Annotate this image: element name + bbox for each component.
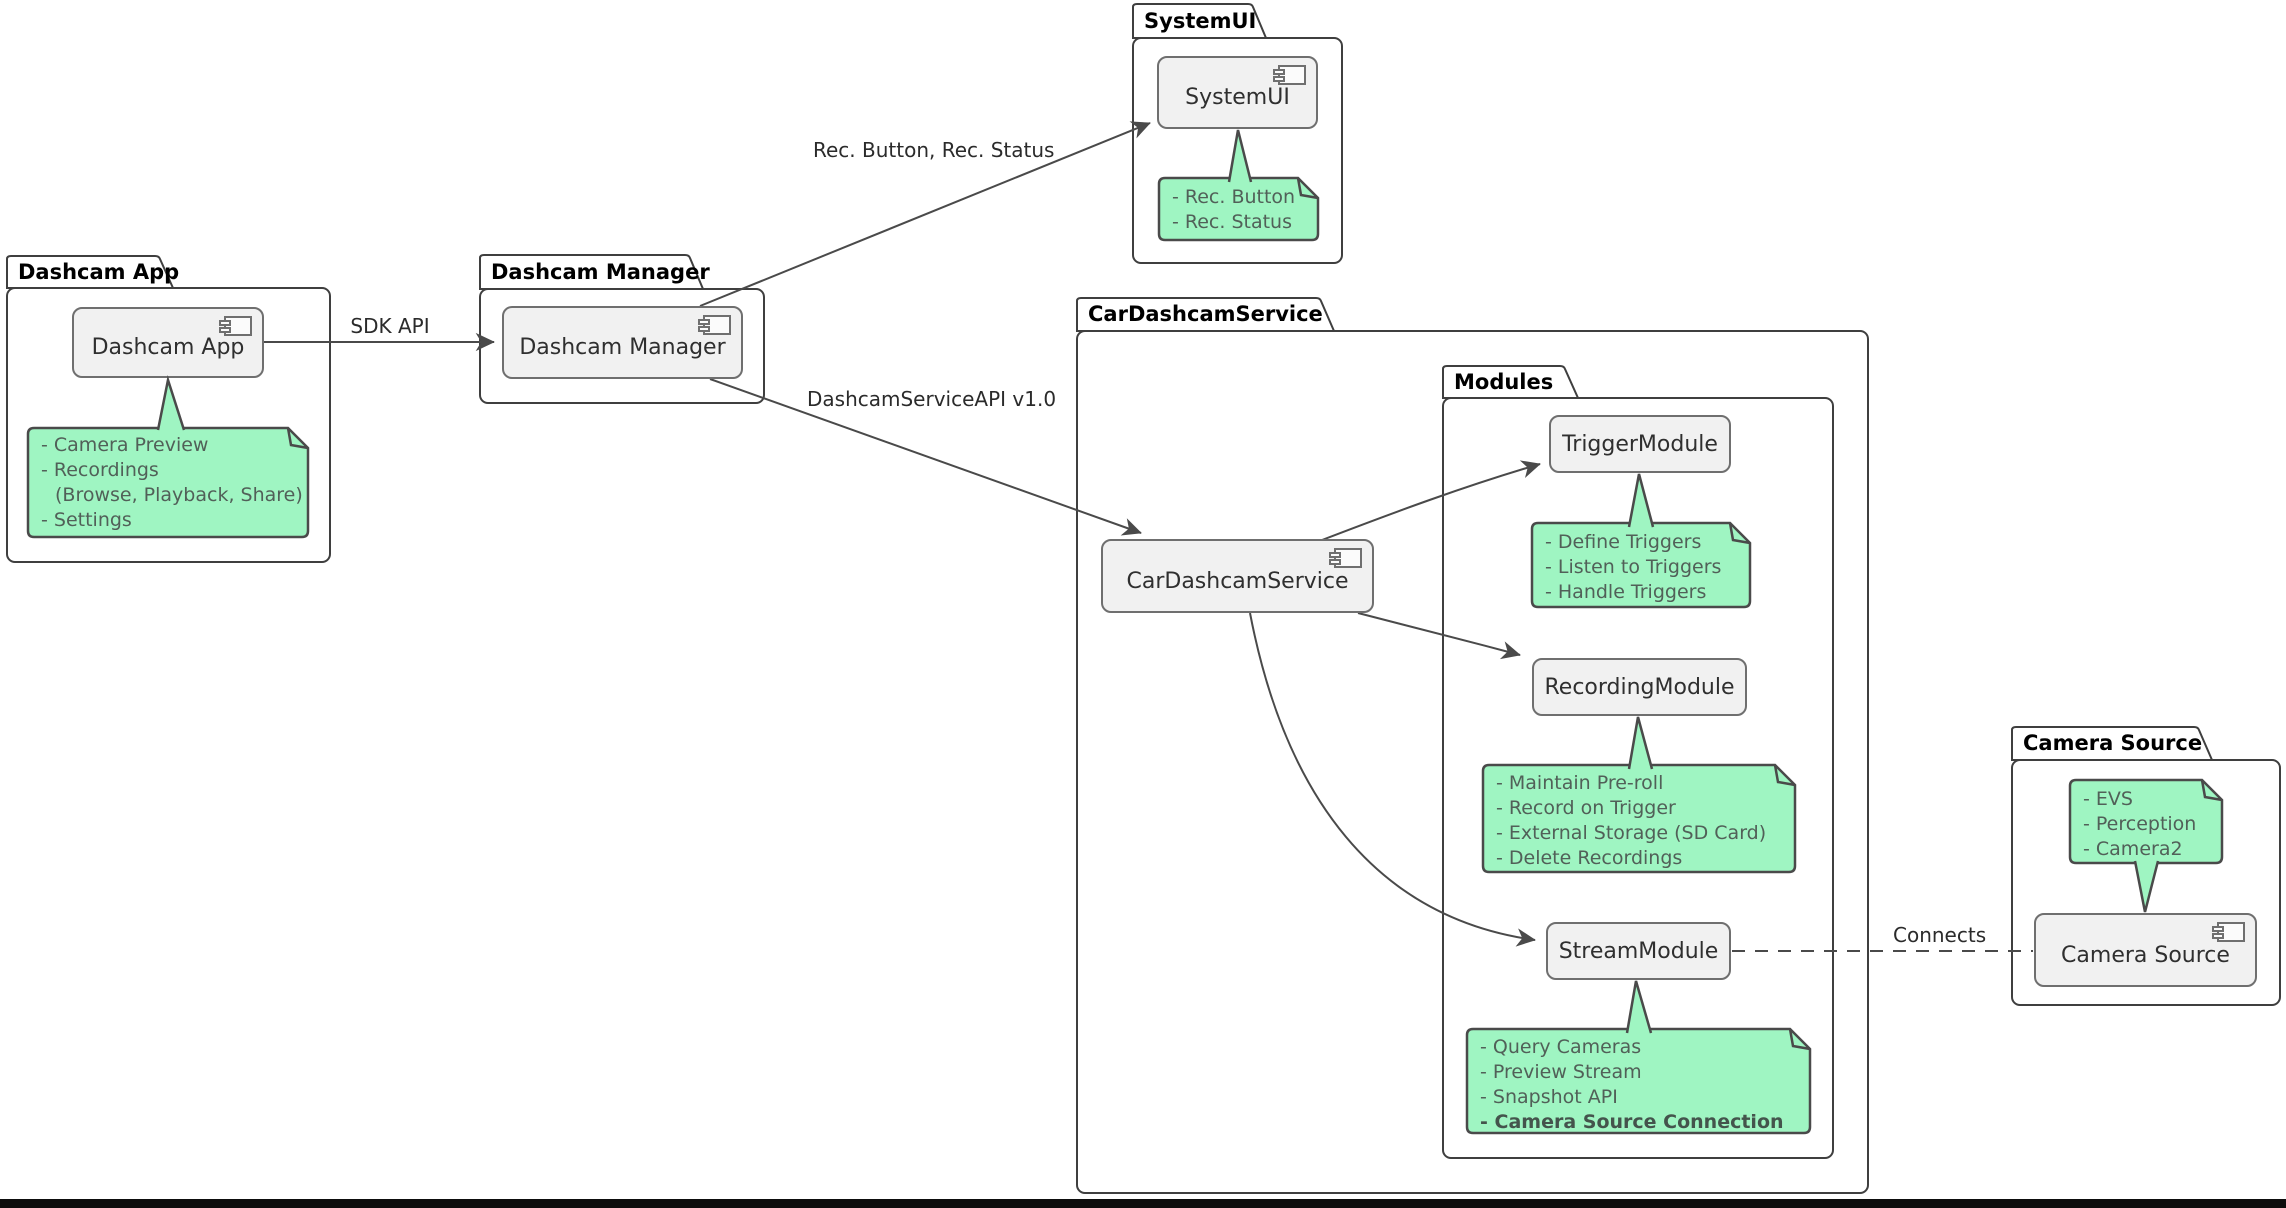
note-line: - Maintain Pre-roll bbox=[1496, 772, 1664, 794]
package-title-dashcam-manager: Dashcam Manager bbox=[491, 259, 710, 284]
note-line: - Preview Stream bbox=[1480, 1061, 1642, 1083]
note-recording bbox=[1481, 763, 1797, 874]
edge-label-sdk-api: SDK API bbox=[350, 314, 430, 338]
note-text-recording: - Maintain Pre-roll - Record on Trigger … bbox=[1483, 766, 1795, 872]
edge-label-connects: Connects bbox=[1893, 923, 1987, 947]
package-title-dashcam-app: Dashcam App bbox=[18, 260, 180, 284]
component-trigger-module bbox=[1549, 415, 1731, 473]
edge-service-to-trigger bbox=[1321, 460, 1541, 541]
note-line: - External Storage (SD Card) bbox=[1496, 822, 1767, 844]
note-text-trigger: - Define Triggers - Listen to Triggers -… bbox=[1532, 525, 1750, 607]
component-label-car-dashcam-service: CarDashcamService bbox=[1126, 568, 1349, 594]
bottom-bar bbox=[0, 1199, 2286, 1208]
note-trigger bbox=[1530, 521, 1752, 609]
package-tab-modules bbox=[1442, 365, 1580, 399]
package-tab-dashcam-app bbox=[6, 255, 175, 289]
note-line: - Camera Preview bbox=[41, 434, 209, 456]
package-title-camera-source: Camera Source bbox=[2023, 731, 2203, 755]
note-line: - Snapshot API bbox=[1480, 1086, 1618, 1108]
package-tab-camera-source bbox=[2011, 726, 2214, 761]
note-line: - Handle Triggers bbox=[1545, 581, 1707, 603]
note-line: - Camera Source Connection bbox=[1480, 1111, 1784, 1133]
component-recording-module bbox=[1532, 658, 1747, 716]
edge-service-to-stream bbox=[1249, 612, 1536, 947]
note-stream bbox=[1465, 1027, 1812, 1135]
note-line: - Camera2 bbox=[2083, 838, 2183, 860]
note-camera-source bbox=[2068, 778, 2224, 865]
package-title-car-dashcam-service: CarDashcamService bbox=[1088, 302, 1323, 326]
component-label-systemui: SystemUI bbox=[1185, 85, 1290, 110]
component-car-dashcam-service bbox=[1101, 539, 1374, 613]
note-text-camera-source: - EVS - Perception - Camera2 bbox=[2070, 782, 2222, 863]
note-text-dashcam-app: - Camera Preview - Recordings (Browse, P… bbox=[28, 428, 308, 537]
edge-rec-button-status bbox=[699, 121, 1151, 307]
note-dashcam-app bbox=[26, 426, 310, 539]
package-title-modules: Modules bbox=[1454, 369, 1554, 394]
component-label-trigger-module: TriggerModule bbox=[1562, 431, 1718, 457]
component-label-recording-module: RecordingModule bbox=[1544, 674, 1735, 700]
note-line: (Browse, Playback, Share) bbox=[55, 484, 303, 506]
component-label-dashcam-manager: Dashcam Manager bbox=[519, 335, 726, 360]
note-systemui bbox=[1157, 176, 1320, 242]
note-line: - Recordings bbox=[41, 459, 159, 481]
package-title-systemui: SystemUI bbox=[1144, 8, 1257, 33]
note-line: - Listen to Triggers bbox=[1545, 556, 1722, 578]
note-line: - Record on Trigger bbox=[1496, 797, 1676, 819]
note-line: - Delete Recordings bbox=[1496, 847, 1683, 869]
component-stream-module bbox=[1546, 922, 1731, 980]
package-tab-dashcam-manager bbox=[479, 254, 705, 290]
note-fold-icon bbox=[286, 177, 2223, 1051]
component-label-stream-module: StreamModule bbox=[1558, 938, 1719, 964]
note-line: - Settings bbox=[41, 509, 132, 531]
package-tab-car-dashcam-service bbox=[1076, 297, 1336, 332]
component-camera-source bbox=[2034, 913, 2257, 987]
note-tails bbox=[156, 129, 2160, 1034]
edge-dashcam-service-api bbox=[709, 378, 1142, 536]
note-line: - Query Cameras bbox=[1480, 1036, 1642, 1058]
component-dashcam-manager bbox=[502, 306, 743, 379]
component-label-camera-source: Camera Source bbox=[2061, 942, 2230, 968]
note-line: - Define Triggers bbox=[1545, 531, 1702, 553]
edge-label-rec-button-status: Rec. Button, Rec. Status bbox=[813, 138, 1055, 162]
edge-service-to-recording bbox=[1357, 612, 1521, 660]
package-tab-systemui bbox=[1132, 3, 1268, 39]
note-text-stream: - Query Cameras - Preview Stream - Snaps… bbox=[1467, 1030, 1810, 1133]
note-shapes bbox=[26, 176, 2224, 1135]
note-line: - Rec. Button bbox=[1172, 186, 1296, 208]
note-text-systemui: - Rec. Button - Rec. Status bbox=[1159, 180, 1318, 240]
component-label-dashcam-app: Dashcam App bbox=[91, 335, 245, 360]
component-icon bbox=[219, 65, 2245, 942]
edge-label-dashcam-service-api: DashcamServiceAPI v1.0 bbox=[807, 387, 1057, 411]
note-line: - Rec. Status bbox=[1172, 211, 1293, 233]
note-line: - EVS bbox=[2083, 788, 2133, 810]
note-line: - Perception bbox=[2083, 813, 2197, 835]
